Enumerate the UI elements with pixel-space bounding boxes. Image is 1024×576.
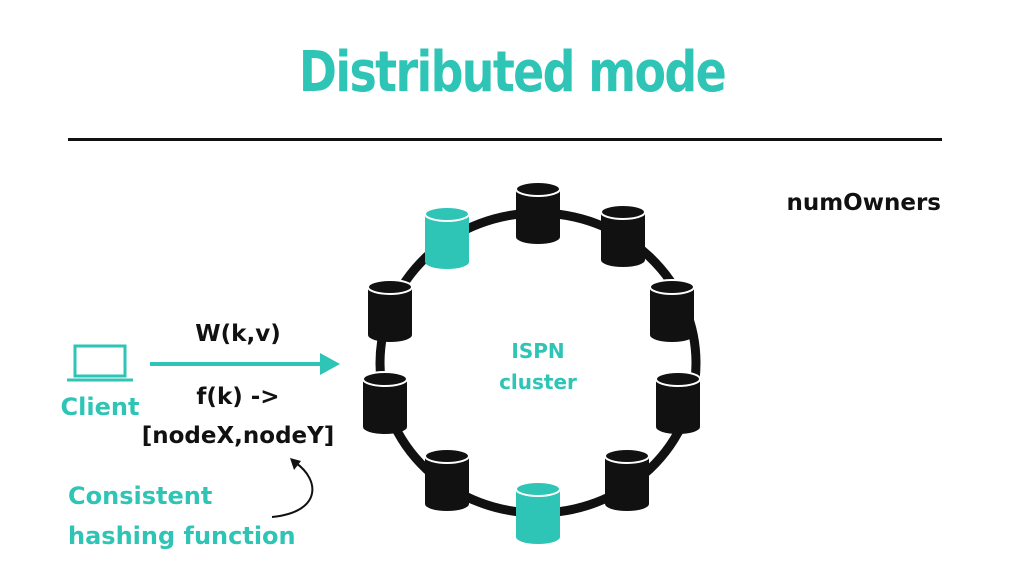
consistent-hashing-line2: hashing function <box>68 522 296 550</box>
client-label: Client <box>61 393 140 421</box>
hash-label-line1: f(k) -> <box>196 384 279 410</box>
consistent-hashing-line1: Consistent <box>68 482 212 510</box>
database-icon <box>424 448 470 511</box>
database-icon <box>655 371 701 434</box>
hash-pointer-arrow <box>271 458 314 518</box>
database-icon <box>362 371 408 434</box>
database-icon <box>515 481 561 544</box>
write-label: W(k,v) <box>195 321 280 347</box>
database-icon <box>604 448 650 511</box>
database-icon <box>515 181 561 244</box>
database-icon <box>367 279 413 342</box>
title-divider <box>68 138 942 141</box>
hash-label-line2: [nodeX,nodeY] <box>142 423 335 449</box>
cluster-label-line1: ISPN <box>511 339 564 363</box>
num-owners-label: numOwners <box>786 190 941 216</box>
cluster-label-line2: cluster <box>499 370 577 394</box>
slide-title: Distributed mode <box>298 40 727 105</box>
database-icon <box>424 206 470 269</box>
cluster-nodes <box>362 181 701 544</box>
database-icon <box>649 279 695 342</box>
laptop-icon <box>67 344 133 382</box>
write-arrow <box>150 353 340 375</box>
database-icon <box>600 204 646 267</box>
